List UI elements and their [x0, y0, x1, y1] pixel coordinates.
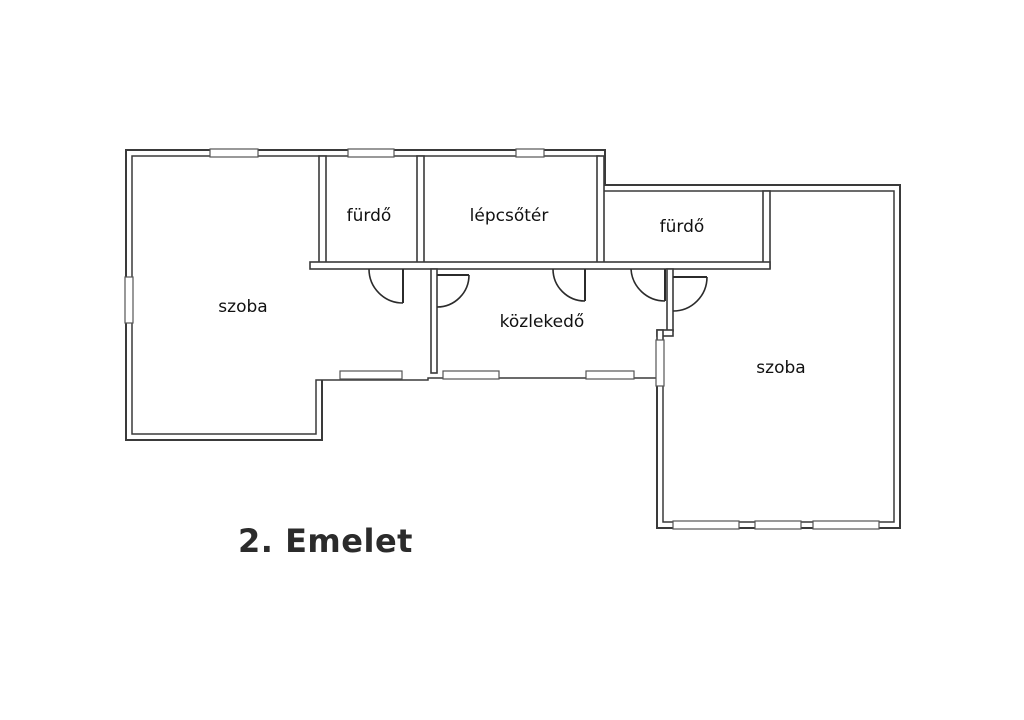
wall-corridor-left [430, 268, 438, 374]
door-bath1 [368, 268, 404, 304]
door-bath2 [630, 268, 666, 302]
window [754, 520, 802, 530]
interior-walls [309, 155, 771, 379]
window [209, 148, 259, 158]
window [124, 276, 134, 324]
wall-corridor-right-upper [666, 268, 674, 332]
window [672, 520, 740, 530]
window [347, 148, 395, 158]
wall-stair-right [596, 155, 605, 269]
window [585, 370, 635, 380]
room-labels: szoba fürdő lépcsőtér fürdő közlekedő sz… [218, 206, 805, 378]
wall-bath1-right [416, 155, 425, 269]
floor-title: 2. Emelet [238, 522, 413, 560]
door-corridor-left [436, 274, 470, 308]
window [442, 370, 500, 380]
door-right-room [672, 276, 708, 312]
window [515, 148, 545, 158]
room-label-bath-2: fürdő [660, 217, 705, 237]
room-label-left-room: szoba [218, 297, 267, 317]
window [339, 370, 403, 380]
room-label-stair: lépcsőtér [470, 206, 549, 226]
window [655, 339, 665, 387]
room-label-bath-1: fürdő [347, 206, 392, 226]
door-stair [552, 268, 586, 302]
room-label-corridor: közlekedő [500, 312, 585, 332]
wall-bath2-right [762, 190, 771, 269]
wall-horizontal-partition [309, 261, 771, 270]
room-label-right-room: szoba [756, 358, 805, 378]
windows [124, 148, 880, 530]
window [812, 520, 880, 530]
doors [368, 268, 708, 312]
wall-bath1-left [318, 155, 327, 269]
